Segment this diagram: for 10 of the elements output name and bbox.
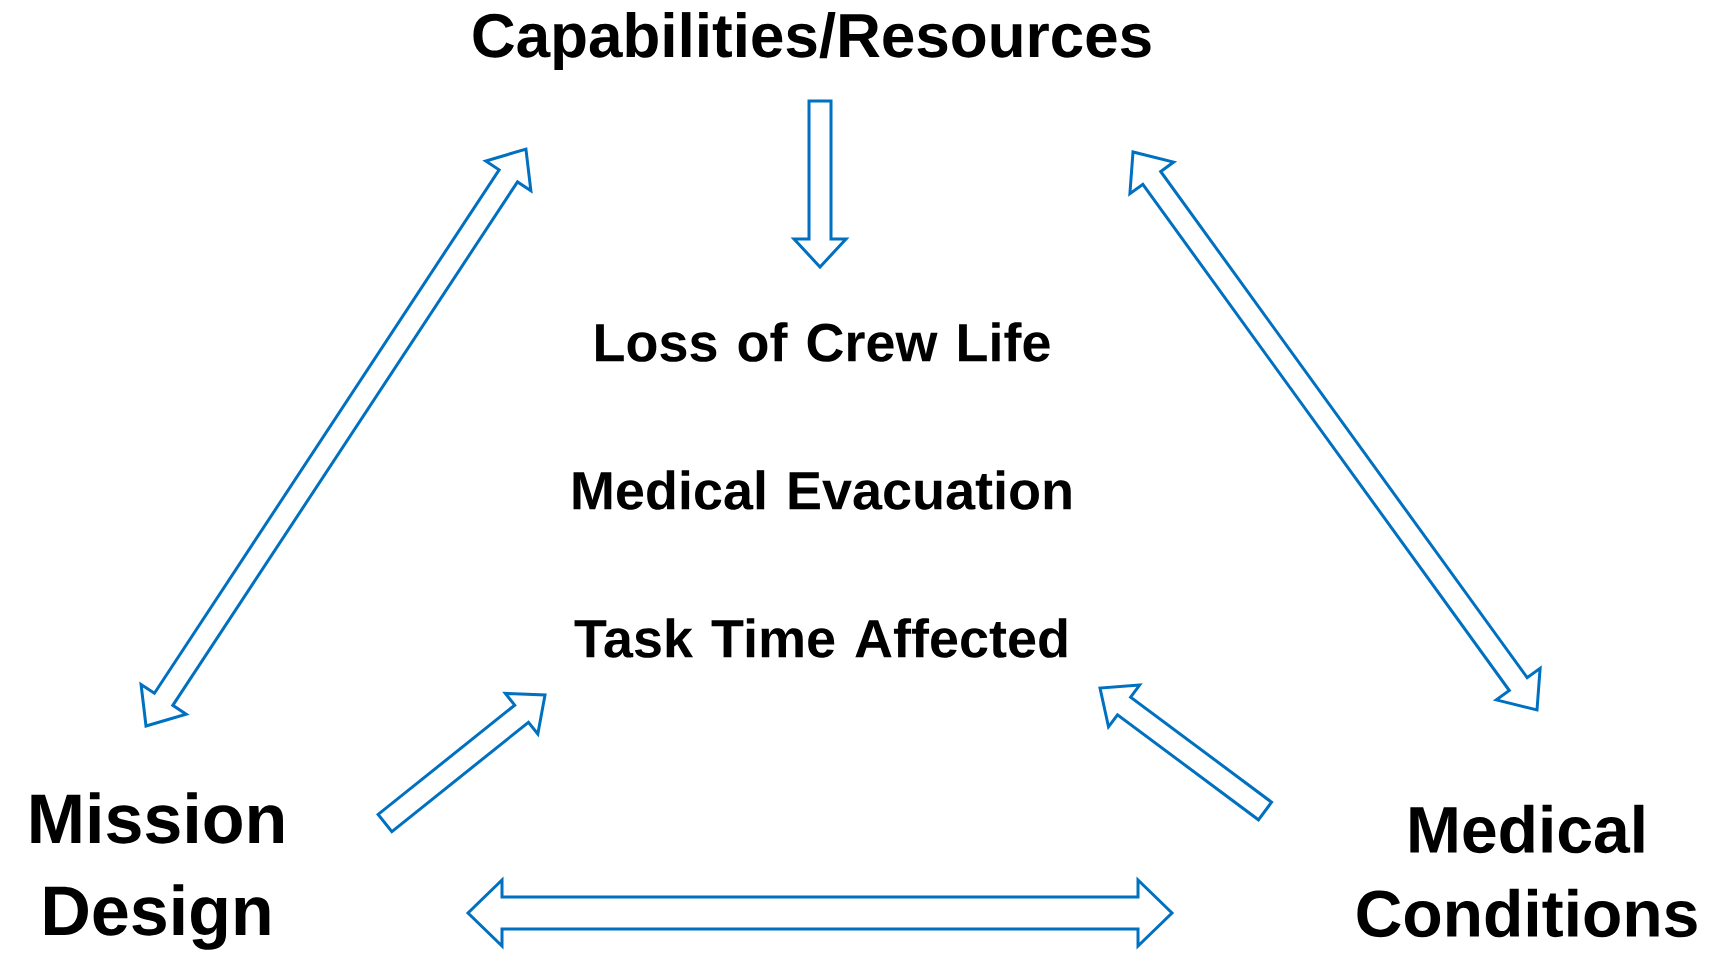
block-arrow [1128, 150, 1542, 712]
block-arrow [139, 147, 533, 728]
outcome-list: Loss of Crew Life Medical Evacuation Task Time Affected [573, 322, 1071, 658]
block-arrow [465, 876, 1175, 950]
node-label: Mission Design [31, 792, 283, 950]
block-arrow [1098, 683, 1274, 822]
node-label: Medical Conditions [1357, 804, 1697, 938]
heading-text: Capabilities/Resources [473, 12, 1151, 70]
block-arrow [790, 99, 850, 270]
block-arrow [376, 691, 547, 834]
